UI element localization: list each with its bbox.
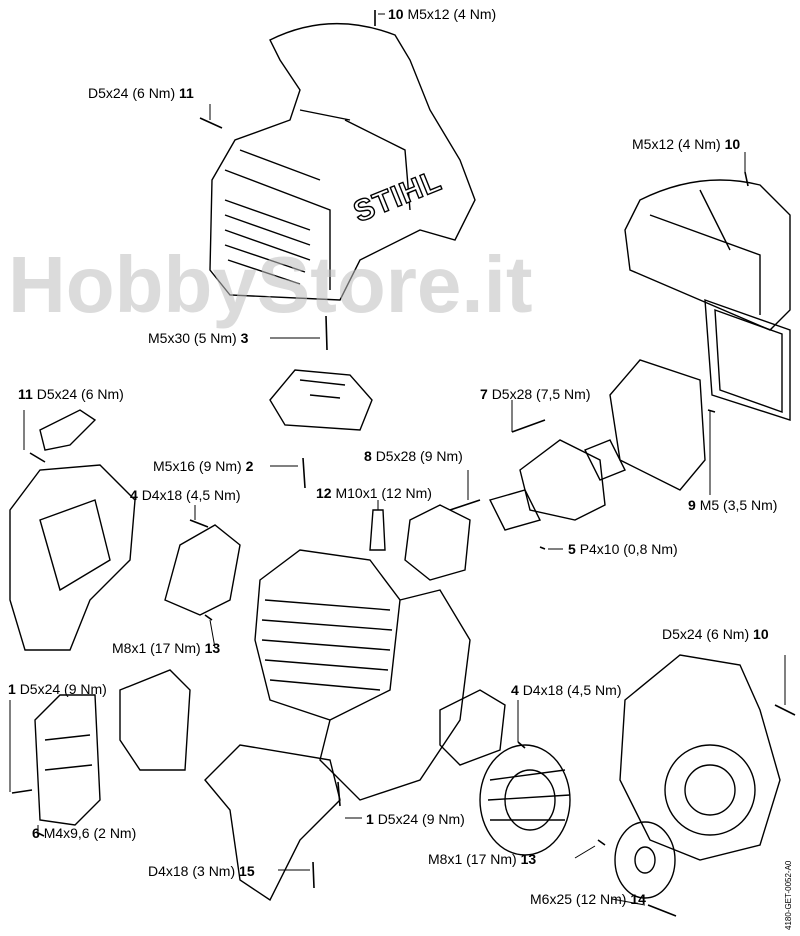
engine-hood (209, 23, 476, 301)
cylinder (254, 549, 401, 721)
label-13-right: M8x1 (17 Nm) 13 (428, 851, 537, 867)
label-3: M5x30 (5 Nm) 3 (148, 330, 249, 346)
drawing-code: 4180-GET-0052-A0 (784, 860, 793, 930)
label-10-shroud: M5x12 (4 Nm) 10 (632, 136, 741, 152)
label-8: 8 D5x28 (9 Nm) (364, 448, 463, 464)
intake-manifold (404, 504, 471, 581)
starter-housing (9, 464, 136, 651)
fan-housing (619, 654, 781, 861)
label-1-support: 1 D5x24 (9 Nm) (366, 811, 465, 827)
starter-handle (39, 409, 97, 451)
air-filter-cover-edges (649, 189, 761, 315)
label-1-muffler: 1 D5x24 (9 Nm) (8, 681, 107, 697)
label-11-hood: D5x24 (6 Nm) 11 (88, 85, 194, 101)
crankcase (319, 589, 471, 801)
carburettor (519, 439, 606, 521)
hood-edges (224, 109, 411, 290)
screws (11, 10, 796, 917)
fan-housing-outlet (664, 744, 756, 836)
label-13-left: M8x1 (17 Nm) 13 (112, 640, 221, 656)
label-10-top: 10 M5x12 (4 Nm) (388, 6, 497, 22)
hood-vents (224, 199, 311, 285)
ignition-module (439, 689, 506, 766)
label-4-right: 4 D4x18 (4,5 Nm) (511, 682, 622, 698)
cylinder-cover (269, 369, 373, 431)
tank-support (204, 744, 341, 902)
label-11-starter: 11 D5x24 (6 Nm) (18, 386, 124, 402)
label-6: 6 M4x9,6 (2 Nm) (32, 825, 137, 841)
cylinder-fins (261, 599, 393, 691)
muffler (34, 694, 101, 826)
label-4-left: 4 D4x18 (4,5 Nm) (130, 487, 241, 503)
flywheel (479, 744, 571, 856)
label-9: 9 M5 (3,5 Nm) (688, 497, 778, 513)
label-10-fan: D5x24 (6 Nm) 10 (662, 626, 769, 642)
label-2: M5x16 (9 Nm) 2 (153, 458, 254, 474)
label-12: 12 M10x1 (12 Nm) (316, 485, 432, 501)
heat-shield (119, 669, 191, 771)
clutch (614, 821, 676, 899)
label-5: 5 P4x10 (0,8 Nm) (568, 541, 678, 557)
carrier-plate (164, 524, 241, 616)
label-15: D4x18 (3 Nm) 15 (148, 863, 255, 879)
label-14: M6x25 (12 Nm) 14 (530, 891, 646, 907)
spark-plug (369, 509, 386, 551)
leader-lines (9, 13, 786, 906)
air-filter (704, 298, 791, 421)
label-7: 7 D5x28 (7,5 Nm) (480, 386, 591, 402)
air-filter-cover (624, 179, 791, 331)
gasket (488, 439, 626, 531)
